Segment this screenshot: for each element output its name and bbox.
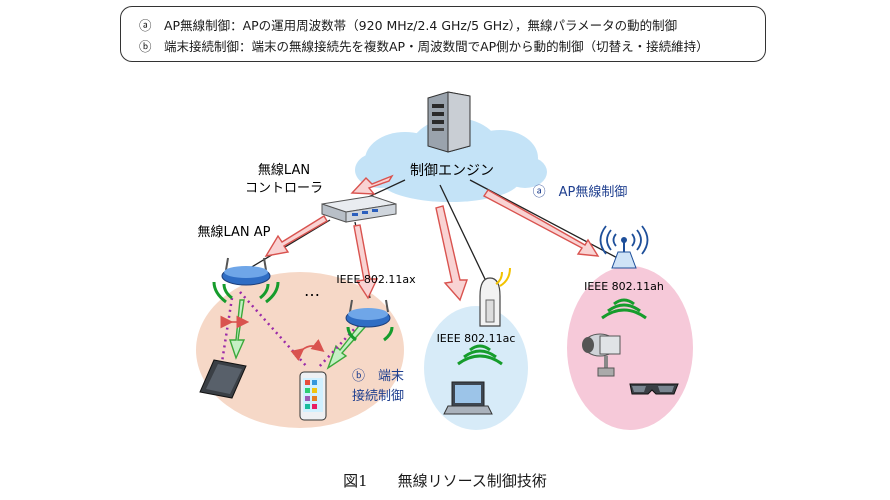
legend-box: ⓐ AP無線制御：APの運用周波数帯（920 MHz/2.4 GHz/5 GHz… — [120, 6, 766, 62]
switch-arrow — [220, 315, 325, 361]
engine-label: 制御エンジン — [410, 163, 494, 179]
controller-label-line1: 無線LAN — [258, 162, 310, 178]
server-icon — [427, 91, 471, 153]
signal-ap2 — [346, 326, 394, 342]
wlan-ap-label: 無線LAN AP — [197, 224, 270, 240]
ieee-ac-label: IEEE 802.11ac — [437, 332, 516, 345]
antenna-icon — [599, 225, 649, 269]
green-arrow-ap2 — [326, 320, 367, 370]
terminal-control-line2: 接続制御 — [352, 388, 404, 404]
ieee-ah-label: IEEE 802.11ah — [584, 280, 664, 293]
arrow-engine-to-ah — [482, 189, 600, 257]
ellipsis: … — [304, 281, 320, 300]
control-arrows — [264, 174, 600, 302]
zone-middle — [424, 306, 528, 430]
glasses-icon — [629, 383, 679, 395]
camera-icon — [582, 333, 621, 377]
terminal-arrows — [229, 299, 367, 370]
phone-icon — [199, 359, 247, 399]
legend-line-b: ⓑ 端末接続制御：端末の無線接続先を複数AP・周波数間でAP側から動的制御（切替… — [139, 39, 709, 54]
access-point-icon — [221, 257, 271, 286]
phone-icon — [299, 371, 327, 421]
access-point-icon — [479, 267, 511, 327]
access-point-icon — [345, 299, 391, 328]
controller-icon — [321, 195, 397, 223]
legend-line-a: ⓐ AP無線制御：APの運用周波数帯（920 MHz/2.4 GHz/5 GHz… — [139, 18, 678, 33]
ap-control-label: ⓐ AP無線制御 — [533, 184, 628, 200]
arrow-engine-to-controller — [350, 174, 394, 195]
arrow-controller-to-ap — [264, 215, 328, 257]
green-arrow-ap1 — [229, 299, 246, 360]
controller-label-line2: コントローラ — [245, 181, 323, 196]
signal-ac — [457, 344, 503, 366]
signal-ah — [601, 298, 647, 320]
laptop-icon — [443, 381, 493, 415]
ieee-ax-label: IEEE 802.11ax — [336, 273, 416, 286]
diagram-canvas: 制御エンジン 無線LAN コントローラ 無線LAN AP IEEE 802.11… — [196, 91, 693, 430]
terminal-control-line1: ⓑ 端末 — [352, 369, 404, 384]
signal-ap1 — [212, 281, 280, 304]
figure-caption: 図1 無線リソース制御技術 — [343, 472, 547, 490]
arrow-engine-to-ac — [435, 205, 468, 302]
arrow-controller-to-ap2 — [353, 224, 379, 300]
